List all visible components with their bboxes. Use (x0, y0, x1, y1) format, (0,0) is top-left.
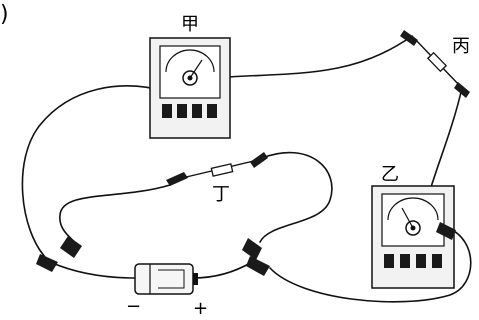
resistor-bing-label: 丙 (452, 36, 470, 57)
meter-yi: 乙 (371, 164, 455, 289)
meter-jia-label: 甲 (181, 14, 199, 35)
meter-yi-scale (387, 197, 439, 221)
meter-jia-terminals (162, 104, 217, 118)
meter-jia: 甲 (149, 14, 231, 139)
resistor-ding-body (210, 163, 234, 177)
clip-right-upper (242, 238, 262, 260)
wire-battery-left (49, 261, 136, 279)
meter-jia-needle (189, 59, 203, 79)
resistor-ding-label: 丁 (212, 184, 230, 205)
meter-yi-terminals (384, 254, 442, 268)
wire-ding-right (259, 151, 333, 243)
clip-left-upper (60, 236, 82, 258)
clip-right-lower (246, 256, 270, 276)
fragment-paren: ) (0, 2, 9, 27)
clip-bing-bottom (454, 82, 470, 98)
wire-battery-right (192, 261, 253, 279)
wire-yi-bottom (269, 227, 472, 303)
clips (36, 222, 456, 276)
clip-yi-right (436, 222, 456, 240)
resistor-ding: 丁 (166, 152, 268, 205)
meter-jia-face (159, 45, 221, 99)
battery-negative-label: − (126, 296, 141, 317)
wire-jia-right (211, 35, 413, 79)
meter-yi-needle (401, 207, 414, 229)
clip-bing-top (400, 30, 418, 46)
resistor-bing-body (426, 51, 448, 73)
meter-yi-face (381, 193, 445, 247)
wire-ding-left (59, 184, 171, 247)
meter-yi-label: 乙 (381, 164, 399, 185)
meter-jia-scale (165, 49, 215, 73)
clip-left-lower (36, 254, 58, 272)
resistor-bing: 丙 (400, 30, 470, 98)
battery-positive-label: + (193, 298, 208, 319)
wire-jia-left (21, 85, 169, 259)
battery-cap (193, 273, 198, 285)
battery: − + (126, 263, 208, 319)
clip-ding-right (250, 152, 268, 168)
clip-ding-left (166, 172, 188, 186)
